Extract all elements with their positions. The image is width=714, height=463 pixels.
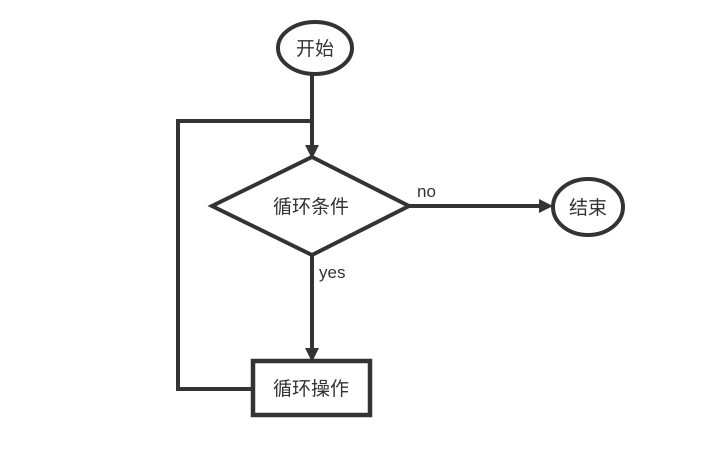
edge-start-to-condition <box>305 74 319 159</box>
arrowhead-down-icon <box>305 348 319 362</box>
arrowhead-down-icon <box>305 145 319 159</box>
edge-operation-loop-back-line <box>176 119 312 391</box>
operation-label: 循环操作 <box>273 378 349 400</box>
edge-condition-to-operation: yes <box>305 254 345 362</box>
condition-diamond <box>207 154 414 258</box>
node-operation: 循环操作 <box>250 358 373 418</box>
node-condition: 循环条件 <box>207 154 414 258</box>
end-ellipse <box>551 177 625 237</box>
edge-condition-to-end: no <box>407 182 553 213</box>
arrowhead-right-icon <box>539 199 553 213</box>
start-ellipse <box>276 20 354 76</box>
operation-rectangle <box>250 358 373 418</box>
start-label: 开始 <box>296 38 334 60</box>
node-start: 开始 <box>276 20 354 76</box>
condition-label: 循环条件 <box>273 196 349 218</box>
edge-label-yes: yes <box>319 263 345 282</box>
node-end: 结束 <box>551 177 625 237</box>
edge-operation-loop-back <box>176 119 312 391</box>
end-label: 结束 <box>569 197 607 219</box>
edge-label-no: no <box>417 182 436 201</box>
